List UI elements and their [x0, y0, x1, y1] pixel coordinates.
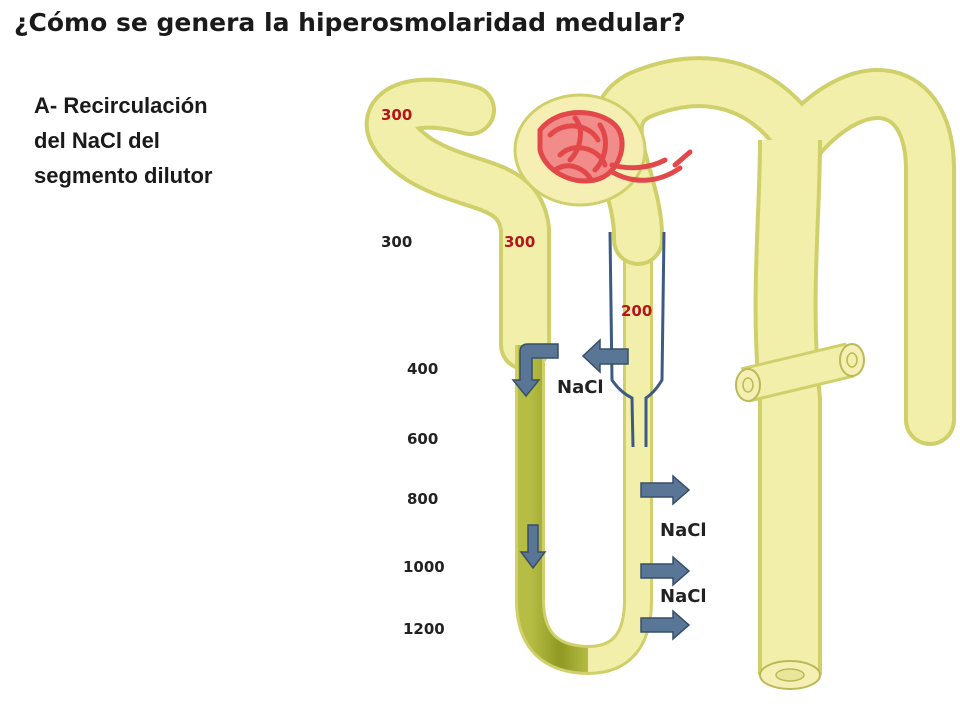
osmolarity-label-1000: 1000	[403, 558, 445, 576]
arrow-nacl-out-800	[640, 474, 691, 506]
ascending-limb	[587, 235, 653, 675]
osmolarity-label-1200: 1200	[403, 620, 445, 638]
arrow-nacl-out-1200	[640, 609, 691, 641]
section-heading-line-2: del NaCl del	[34, 128, 160, 153]
section-heading: A- Recirculación del NaCl del segmento d…	[34, 88, 304, 193]
osmolarity-label-400: 400	[407, 360, 439, 378]
section-heading-line-1: A- Recirculación	[34, 93, 208, 118]
proximal-tubule	[364, 77, 551, 371]
arrow-nacl-out-1000	[640, 555, 691, 587]
descending-limb	[515, 345, 591, 675]
osmolarity-label-capsule: 300	[381, 106, 413, 124]
arrow-bend-down	[511, 343, 559, 398]
side-branch	[735, 342, 865, 403]
duct-lumen	[775, 668, 805, 682]
nacl-label-1000: NaCl	[660, 586, 707, 607]
nacl-label-dilutor: NaCl	[557, 377, 604, 398]
osmolarity-label-800: 800	[407, 490, 439, 508]
osmolarity-label-ascending-top: 300	[504, 233, 536, 251]
slide-title: ¿Cómo se genera la hiperosmolaridad medu…	[14, 8, 686, 37]
nacl-label-800: NaCl	[660, 520, 707, 541]
arrow-descending	[519, 524, 547, 570]
arrow-nacl-out-dilutor	[581, 338, 629, 374]
collecting-duct	[753, 139, 822, 675]
glomerulus	[537, 110, 693, 184]
section-heading-line-3: segmento dilutor	[34, 163, 213, 188]
dilutor-walls	[608, 231, 666, 448]
osmolarity-label-cortex: 300	[381, 233, 413, 251]
osmolarity-label-dilutor: 200	[621, 302, 653, 320]
osmolarity-label-600: 600	[407, 430, 439, 448]
